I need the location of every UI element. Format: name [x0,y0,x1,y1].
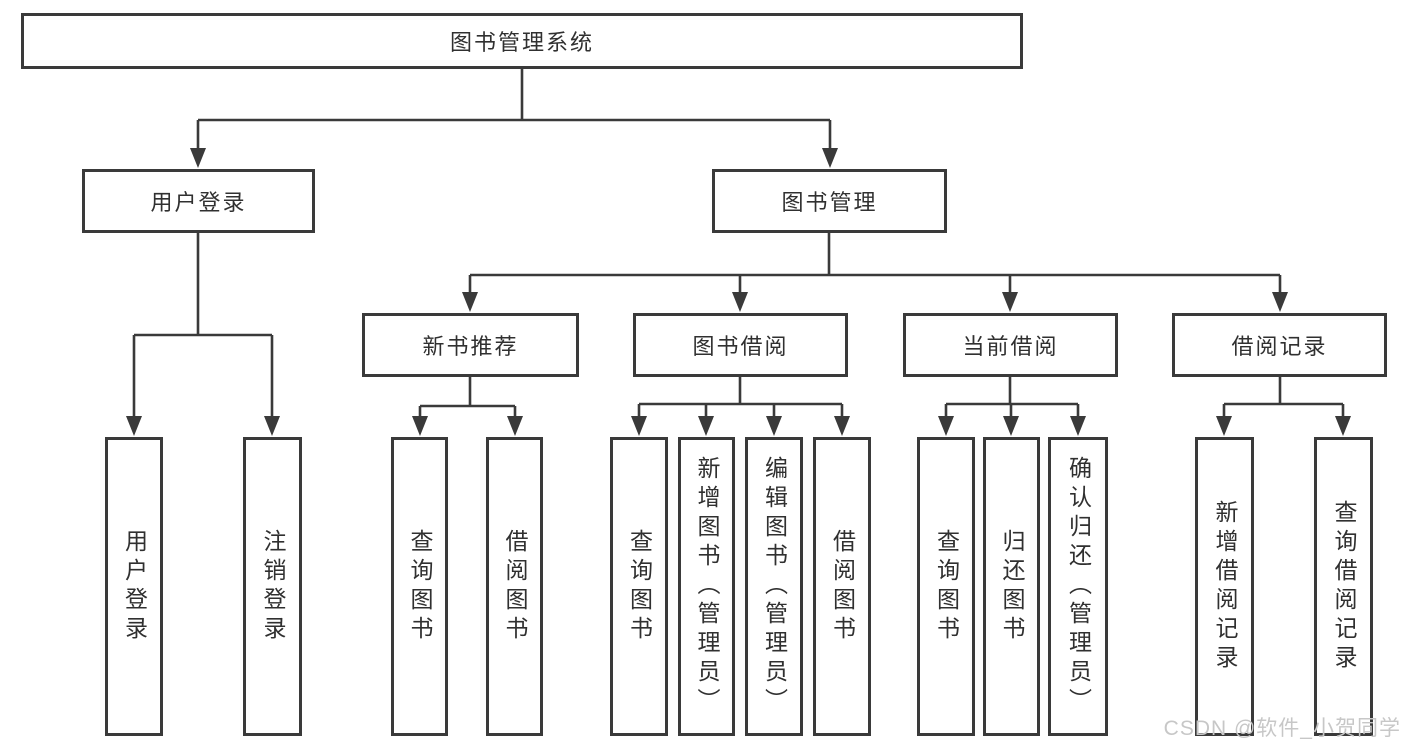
node-leaf-add-book-admin: 新增图书（管理员） [678,437,735,736]
node-new-book-recommend: 新书推荐 [362,313,579,377]
node-label: 查询图书 [407,528,433,645]
node-label: 编辑图书（管理员） [761,456,788,717]
connector-book-management [462,233,1288,312]
node-label: 借阅图书 [502,528,528,645]
node-book-borrowing: 图书借阅 [633,313,848,377]
arrow-down-icon [462,292,478,312]
node-leaf-query-books-current: 查询图书 [917,437,975,736]
node-label: 当前借阅 [962,334,1059,359]
arrow-down-icon [126,416,142,436]
arrow-down-icon [766,416,782,436]
connector-new-books [412,377,523,436]
node-label: 新增图书（管理员） [694,456,720,717]
node-leaf-edit-book-admin: 编辑图书（管理员） [745,437,803,736]
node-label: 借阅记录 [1231,334,1328,359]
node-leaf-query-books-recommend: 查询图书 [391,437,448,736]
arrow-down-icon [1070,416,1086,436]
connector-user-login [126,233,280,436]
node-label: 归还图书 [999,528,1025,645]
arrow-down-icon [834,416,850,436]
node-label: 查询图书 [626,528,653,645]
connector-root [190,69,838,168]
node-label: 图书管理 [781,190,878,215]
node-borrow-records: 借阅记录 [1172,313,1387,377]
arrow-down-icon [1003,416,1019,436]
node-leaf-add-borrow-record: 新增借阅记录 [1195,437,1254,736]
node-label: 注销登录 [260,528,286,645]
node-current-borrowing: 当前借阅 [903,313,1118,377]
node-leaf-user-login: 用户登录 [105,437,163,736]
node-leaf-query-books-borrowing: 查询图书 [610,437,668,736]
arrow-down-icon [732,292,748,312]
node-label: 查询图书 [933,528,960,645]
node-label: 新书推荐 [422,334,519,359]
arrow-down-icon [938,416,954,436]
arrow-down-icon [264,416,280,436]
arrow-down-icon [507,416,523,436]
node-leaf-logout: 注销登录 [243,437,302,736]
node-label: 确认归还（管理员） [1065,456,1092,717]
node-label: 新增借阅记录 [1212,499,1238,674]
connector-borrow-records [1216,377,1351,436]
arrow-down-icon [1216,416,1232,436]
node-label: 用户登录 [150,190,247,215]
arrow-down-icon [190,148,206,168]
connector-current-borrowing [938,377,1086,436]
arrow-down-icon [1002,292,1018,312]
node-library-management-system: 图书管理系统 [21,13,1023,69]
connector-book-borrowing [631,377,850,436]
arrow-down-icon [1272,292,1288,312]
arrow-down-icon [822,148,838,168]
node-label: 查询借阅记录 [1331,499,1357,674]
arrow-down-icon [631,416,647,436]
node-leaf-borrow-books-recommend: 借阅图书 [486,437,543,736]
node-leaf-query-borrow-record: 查询借阅记录 [1314,437,1373,736]
node-leaf-return-books: 归还图书 [983,437,1040,736]
csdn-watermark: CSDN @软件_小贺同学 [1163,717,1401,740]
node-book-management: 图书管理 [712,169,947,233]
node-label: 图书管理系统 [449,30,594,55]
arrow-down-icon [698,416,714,436]
arrow-down-icon [412,416,428,436]
node-user-login: 用户登录 [82,169,315,233]
node-label: 借阅图书 [829,528,856,645]
node-label: 图书借阅 [692,334,789,359]
node-leaf-borrow-books: 借阅图书 [813,437,871,736]
arrow-down-icon [1335,416,1351,436]
node-leaf-confirm-return-admin: 确认归还（管理员） [1048,437,1108,736]
node-label: 用户登录 [121,528,148,645]
